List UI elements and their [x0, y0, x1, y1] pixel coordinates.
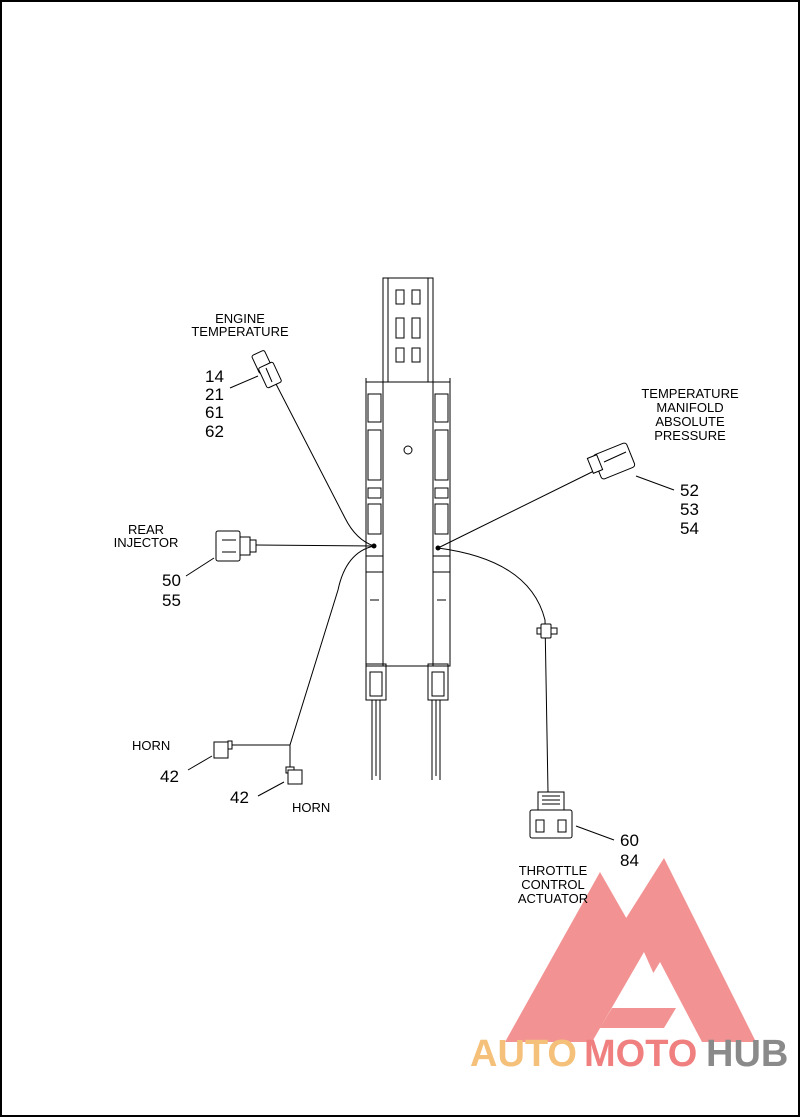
engine-temperature-ref-2: 21 [205, 385, 224, 404]
leader-lines [185, 375, 675, 841]
tmap-label-2: MANIFOLD [656, 400, 723, 415]
wires [230, 383, 597, 793]
logo-triangle-left [505, 872, 632, 1042]
engine-temperature-ref-3: 61 [205, 403, 224, 422]
watermark-moto: MOTO [584, 1033, 697, 1075]
wire-engine-temperature [275, 383, 375, 547]
horn-connector-left [213, 740, 233, 759]
tca-ref-1: 60 [620, 831, 639, 850]
engine-temperature-label-2: TEMPERATURE [191, 324, 289, 339]
tmap-label-3: ABSOLUTE [655, 414, 725, 429]
harness-frame [365, 277, 451, 780]
splice-left [371, 543, 377, 549]
horn-ref-right: 42 [230, 788, 249, 807]
horn-label-left: HORN [132, 738, 170, 753]
wire-tmap [437, 469, 597, 549]
watermark-auto: AUTO [470, 1033, 577, 1075]
wire-throttle [437, 547, 549, 793]
tmap-ref-1: 52 [680, 481, 699, 500]
engine-temperature-ref-1: 14 [205, 367, 224, 386]
tmap-label-4: PRESSURE [654, 428, 726, 443]
tca-label-2: CONTROL [521, 877, 585, 892]
horn-label-right: HORN [292, 800, 330, 815]
horn-connector-right [285, 766, 303, 785]
wire-horn [289, 545, 375, 770]
logo-triangle-right [548, 858, 756, 1042]
throttle-actuator-connector [529, 791, 573, 839]
tmap-connector [586, 442, 636, 480]
horn-ref-left: 42 [160, 767, 179, 786]
wire-rear-injector [255, 544, 375, 547]
rear-injector-ref-1: 50 [162, 571, 181, 590]
logo-g-bar [600, 1008, 676, 1028]
tmap-ref-3: 54 [680, 519, 699, 538]
rear-injector-label-2: INJECTOR [114, 535, 179, 550]
tmap-label-1: TEMPERATURE [641, 386, 739, 401]
rear-injector-connector [215, 530, 257, 562]
inline-connector [536, 623, 558, 639]
engine-temperature-connector [251, 350, 282, 389]
engine-temperature-ref-4: 62 [205, 422, 224, 441]
watermark-logo [505, 858, 756, 1042]
tca-ref-2: 84 [620, 851, 639, 870]
tca-label-3: ACTUATOR [518, 891, 588, 906]
tca-label-1: THROTTLE [519, 863, 588, 878]
splice-right [435, 545, 441, 551]
engine-temperature-label-1: ENGINE [215, 311, 265, 326]
watermark-hub: HUB [706, 1033, 788, 1075]
rear-injector-ref-2: 55 [162, 591, 181, 610]
rear-injector-label-1: REAR [128, 522, 164, 537]
tmap-ref-2: 53 [680, 500, 699, 519]
